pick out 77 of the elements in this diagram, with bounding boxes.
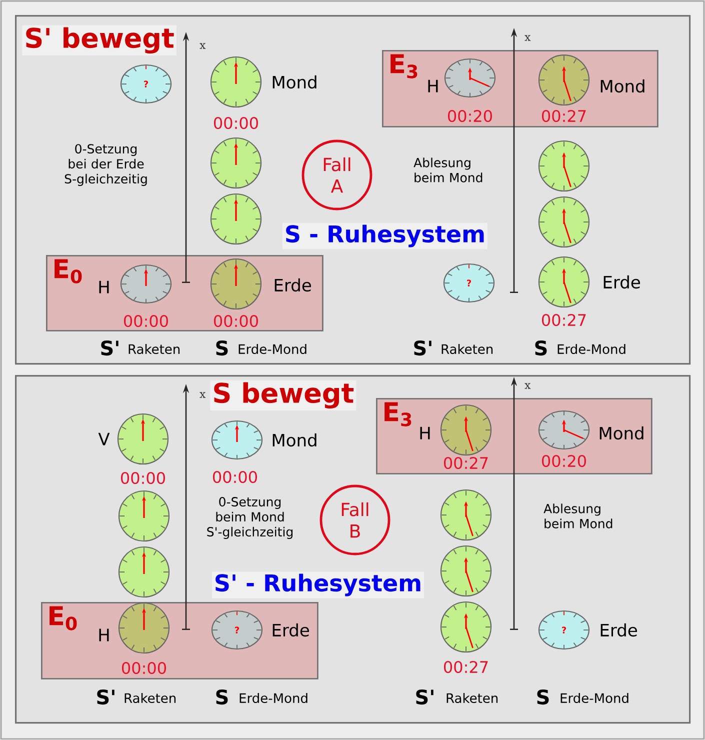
axis-label: x — [200, 43, 206, 49]
clock-label: V — [98, 432, 110, 446]
clock-label: H — [99, 628, 109, 642]
event-label: E$_{3}$ — [390, 54, 418, 78]
clock-icon — [118, 602, 170, 654]
clock-icon — [210, 193, 262, 245]
note-text: 0-Setzung beim Mond S'-gleichzeitig — [207, 497, 293, 539]
time-label: 00:20 — [448, 110, 492, 122]
system-symbol: S — [537, 689, 549, 705]
frame-heading: S' - Ruhesystem — [212, 572, 424, 598]
event-label: E$_{0}$ — [54, 259, 82, 284]
clock-label: Erde — [274, 278, 311, 292]
panel-title: S bewegt — [210, 380, 356, 411]
time-label: 00:00 — [122, 662, 166, 674]
clock-label: Mond — [272, 75, 316, 89]
note-text: Ablesung beim Mond — [414, 158, 482, 182]
event-label: E$_{3}$ — [384, 402, 412, 426]
clock-label: Mond — [600, 79, 644, 93]
system-symbol: S' — [416, 689, 434, 705]
system-name: Raketen — [442, 344, 493, 354]
time-label: 00:00 — [213, 470, 257, 484]
note-text: 0-Setzung bei der Erde S-gleichzeitig — [64, 144, 147, 186]
event-label: E$_{0}$ — [50, 606, 77, 630]
time-label: 00:00 — [121, 472, 165, 484]
time-label: 00:20 — [542, 454, 586, 468]
frame-heading: S - Ruhesystem — [282, 222, 488, 250]
clock-icon — [538, 54, 590, 106]
clock-icon — [117, 413, 169, 465]
clock-icon — [210, 56, 262, 108]
clock-icon — [210, 258, 262, 310]
system-symbol: S — [216, 340, 228, 356]
note-text: Ablesung beim Mond — [544, 504, 612, 528]
clock-icon — [444, 58, 496, 98]
clock-label: Erde — [604, 275, 640, 289]
clock-label: H — [99, 280, 109, 294]
system-symbol: S — [216, 689, 228, 705]
clock-icon — [118, 546, 170, 598]
clock-icon — [538, 140, 590, 192]
clock-icon — [210, 137, 262, 189]
clock-label: Erde — [600, 623, 637, 637]
clock-icon — [120, 264, 172, 304]
clock-label: Mond — [600, 426, 644, 440]
system-symbol: S' — [101, 340, 118, 356]
system-symbol: S' — [414, 340, 432, 356]
time-label: 00:27 — [444, 660, 488, 674]
clock-icon — [440, 404, 492, 456]
clock-icon — [440, 601, 492, 653]
panel-title: S' bewegt — [22, 25, 176, 56]
time-label: 00:00 — [124, 314, 168, 328]
clock-icon — [211, 420, 263, 460]
clock-icon — [440, 489, 492, 541]
system-name: Erde-Mond — [558, 344, 626, 354]
axis-label: x — [524, 35, 531, 41]
clock-label: H — [420, 426, 430, 440]
clock-icon — [538, 256, 590, 308]
system-name: Erde-Mond — [240, 692, 308, 704]
system-name: Raketen — [124, 692, 176, 704]
system-name: Raketen — [446, 692, 498, 704]
clock-label: H — [428, 80, 438, 92]
system-symbol: S — [535, 340, 547, 356]
clock-icon — [440, 545, 492, 597]
time-label: 00:00 — [214, 314, 258, 328]
system-name: Erde-Mond — [560, 692, 628, 704]
clock-icon — [538, 410, 590, 450]
time-label: 00:27 — [542, 314, 586, 326]
axis-label: x — [200, 392, 206, 398]
time-label: 00:27 — [542, 110, 586, 122]
system-name: Erde-Mond — [238, 344, 306, 354]
clock-icon — [538, 196, 590, 248]
clock-label: Mond — [272, 433, 316, 447]
system-symbol: S' — [97, 689, 114, 705]
axis-label: x — [524, 383, 531, 389]
time-label: 00:27 — [444, 456, 488, 470]
system-name: Raketen — [128, 344, 180, 354]
time-label: 00:00 — [214, 116, 258, 130]
clock-icon — [118, 490, 170, 542]
clock-label: Erde — [272, 623, 309, 637]
